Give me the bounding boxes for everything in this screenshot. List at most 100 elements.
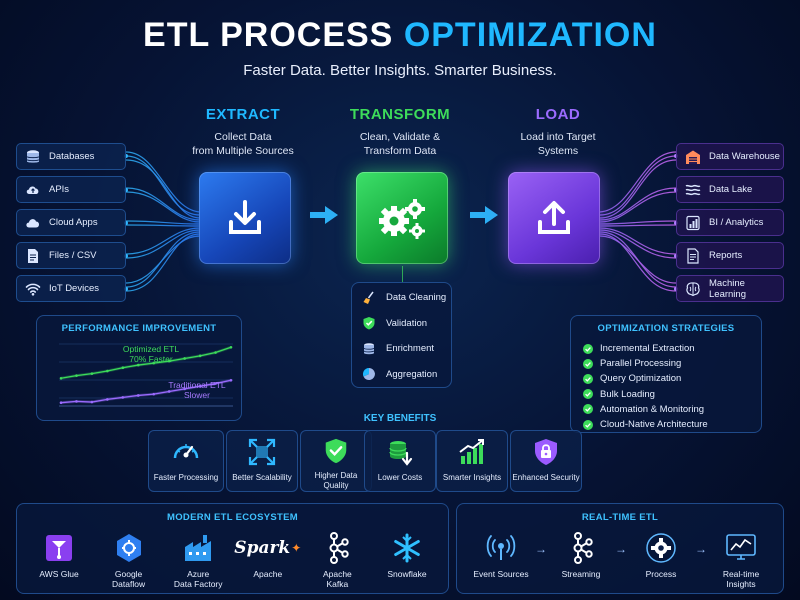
- step-validation: Validation: [352, 311, 451, 337]
- step-label: Data Cleaning: [386, 292, 447, 304]
- load-heading: LOAD: [535, 106, 581, 123]
- speedometer-icon: [173, 444, 199, 459]
- benefit-label-line1: Smarter Insights: [442, 473, 502, 482]
- extract-cube: [199, 172, 291, 264]
- waves-icon: [685, 184, 701, 195]
- arrow-transform-load: [470, 206, 498, 224]
- dest-bi-analytics[interactable]: BI / Analytics: [676, 209, 784, 236]
- performance-chart: [59, 343, 233, 407]
- title-highlight: OPTIMIZATION: [403, 16, 657, 54]
- load-desc-line1: Load into Target: [520, 131, 596, 143]
- source-files-csv[interactable]: Files / CSV: [16, 242, 126, 269]
- benefit-label: Better Scalability: [232, 473, 292, 483]
- dashboard-icon: [726, 534, 756, 560]
- transform-steps-panel: Data Cleaning Validation Enrichment Aggr…: [351, 282, 452, 388]
- benefit-label-line1: Enhanced Security: [512, 473, 580, 482]
- transform-desc-line2: Transform Data: [363, 145, 437, 157]
- benefit-label-line1: Better Scalability: [232, 473, 292, 482]
- source-label: Cloud Apps: [49, 217, 98, 228]
- eco-snowflake[interactable]: Snowflake: [375, 532, 439, 589]
- series-point: [75, 400, 78, 403]
- stream-icon: [573, 532, 593, 564]
- eco-apache-spark[interactable]: Spark✦ Apache: [234, 532, 301, 589]
- file-icon: [28, 248, 38, 263]
- page-title: ETL PROCESS OPTIMIZATION: [0, 16, 800, 55]
- dest-reports[interactable]: Reports: [676, 242, 784, 269]
- source-label: Databases: [49, 151, 95, 162]
- source-databases[interactable]: Databases: [16, 143, 126, 170]
- source-apis[interactable]: APIs: [16, 176, 126, 203]
- broom-icon: [363, 291, 374, 304]
- download-icon: [229, 200, 261, 234]
- dest-data-lake[interactable]: Data Lake: [676, 176, 784, 203]
- dest-label: Machine Learning: [709, 277, 746, 300]
- rt-label: Streaming: [561, 569, 601, 579]
- dest-machine-learning[interactable]: Machine Learning: [676, 275, 784, 302]
- strategy-label: Bulk Loading: [600, 388, 655, 400]
- source-label: IoT Devices: [49, 283, 99, 294]
- layers-icon: [363, 342, 375, 354]
- dest-label: Reports: [709, 250, 743, 261]
- bar-chart-icon: [686, 215, 700, 230]
- rt-process[interactable]: Process: [627, 532, 695, 579]
- benefit-card: Better Scalability: [226, 430, 298, 492]
- benefit-label-line2: Quality: [323, 481, 349, 490]
- shield-check-icon: [325, 438, 347, 464]
- series-point: [167, 359, 171, 363]
- rt-streaming[interactable]: Streaming: [547, 532, 615, 579]
- benefit-label-line1: Faster Processing: [153, 473, 219, 482]
- load-cube: [508, 172, 600, 264]
- spark-logo-text: Spark: [234, 538, 291, 558]
- shield-check-icon: [363, 317, 375, 330]
- strategy-item: Parallel Processing: [571, 356, 761, 371]
- benefits-title: KEY BENEFITS: [363, 413, 437, 424]
- arrow-extract-transform: [310, 206, 338, 224]
- eco-label: Apache: [322, 569, 352, 579]
- rt-arrow: →: [615, 542, 627, 556]
- eco-label: AWS Glue: [39, 569, 79, 579]
- series-point: [106, 398, 109, 401]
- dest-data-warehouse[interactable]: Data Warehouse: [676, 143, 784, 170]
- check-circle-icon: [583, 343, 593, 354]
- extract-heading: EXTRACT: [205, 106, 281, 123]
- series-point: [136, 394, 140, 397]
- series-point: [214, 382, 217, 385]
- database-icon: [26, 149, 40, 163]
- dest-label: Data Lake: [709, 184, 753, 195]
- benefit-label: Lower Costs: [378, 473, 422, 483]
- strategy-label: Cloud-Native Architecture: [600, 419, 708, 431]
- step-label: Enrichment: [386, 343, 435, 355]
- aws-glue-icon: [46, 535, 72, 561]
- check-circle-icon: [583, 358, 593, 369]
- strategies-panel: OPTIMIZATION STRATEGIES Incremental Extr…: [570, 315, 762, 433]
- rt-event-sources[interactable]: Event Sources: [467, 532, 535, 579]
- strategy-label: Automation & Monitoring: [600, 403, 705, 415]
- series-point: [75, 374, 78, 377]
- series-point: [152, 392, 156, 396]
- eco-label-2: Data Factory: [173, 579, 223, 589]
- eco-label: Azure: [187, 569, 210, 579]
- series-point: [121, 366, 125, 370]
- performance-title: PERFORMANCE IMPROVEMENT: [61, 323, 217, 334]
- source-cloud-apps[interactable]: Cloud Apps: [16, 209, 126, 236]
- series-line-0: [60, 346, 232, 379]
- series-point: [198, 354, 202, 358]
- eco-label: Snowflake: [387, 569, 427, 579]
- transform-cube: [356, 172, 448, 264]
- eco-aws-glue[interactable]: AWS Glue: [27, 532, 91, 589]
- transform-heading: TRANSFORM: [349, 106, 451, 123]
- source-iot-devices[interactable]: IoT Devices: [16, 275, 126, 302]
- rt-label: Event Sources: [473, 569, 529, 579]
- load-desc-line2: Systems: [537, 145, 579, 157]
- ecosystem-title: MODERN ETL ECOSYSTEM: [167, 512, 298, 523]
- strategy-item: Query Optimization: [571, 371, 761, 386]
